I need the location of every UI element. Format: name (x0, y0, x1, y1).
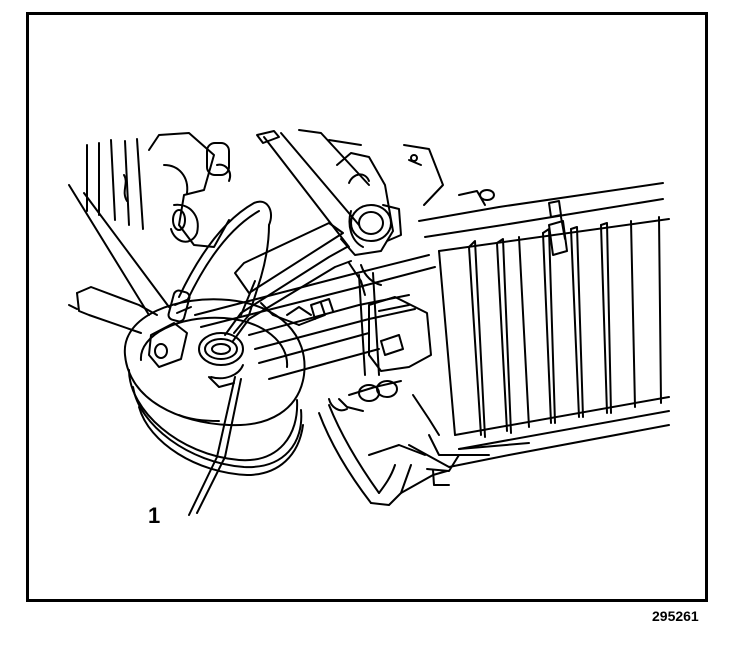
master-cylinder-port (199, 333, 243, 387)
brake-line (179, 202, 271, 333)
crossmember (195, 255, 435, 379)
mounting-bracket (337, 153, 401, 295)
brake-assembly-drawing (29, 15, 705, 599)
callout-leader (189, 377, 241, 515)
background-structure (69, 130, 443, 315)
brake-booster (125, 299, 305, 475)
callout-label-1: 1 (148, 503, 161, 528)
illustration-frame (26, 12, 708, 602)
control-block (329, 297, 431, 411)
lever-arm (225, 223, 351, 341)
left-fitting (149, 289, 191, 367)
figure-number: 295261 (652, 608, 699, 624)
lower-housing (319, 395, 459, 505)
radiator-panel (409, 183, 669, 467)
left-bracket (69, 287, 157, 333)
